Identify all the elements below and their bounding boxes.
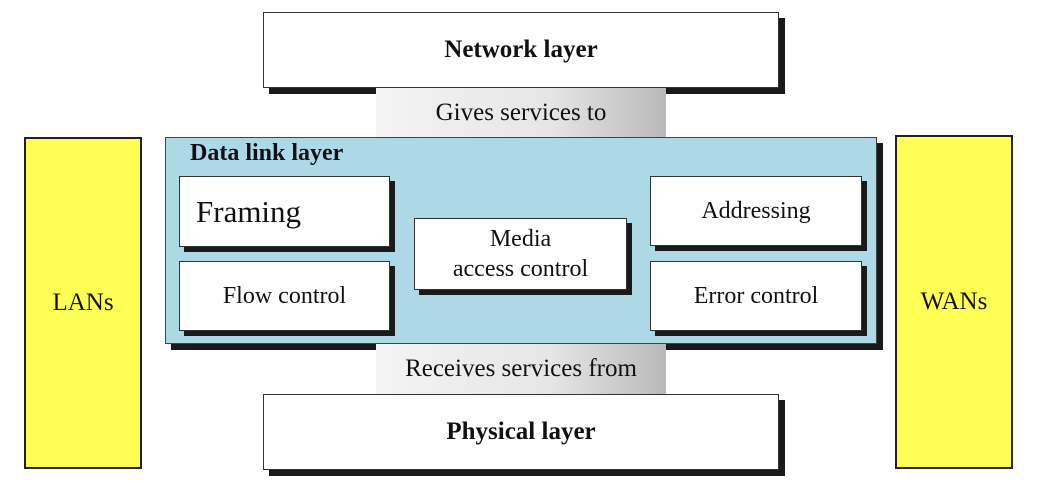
wans-label: WANs	[920, 288, 988, 315]
framing-box: Framing	[179, 176, 390, 247]
flow-control-label: Flow control	[222, 283, 347, 309]
network-layer-label: Network layer	[444, 36, 598, 63]
gives-services-label: Gives services to	[435, 99, 607, 126]
lans-box: LANs	[24, 137, 142, 469]
flow-control-box: Flow control	[179, 261, 390, 331]
media-access-label-line2: access control	[452, 256, 589, 282]
physical-layer-label: Physical layer	[446, 418, 596, 445]
error-control-box: Error control	[650, 261, 862, 331]
network-layer-box: Network layer	[263, 12, 779, 88]
media-access-control-box: Media access control	[414, 218, 627, 290]
lans-label: LANs	[52, 289, 114, 316]
gives-services-connector: Gives services to	[376, 88, 666, 138]
data-link-layer-title: Data link layer	[190, 140, 344, 166]
addressing-box: Addressing	[650, 176, 862, 246]
media-access-label-line1: Media	[489, 226, 552, 252]
addressing-label: Addressing	[701, 198, 811, 224]
receives-services-label: Receives services from	[405, 355, 637, 382]
framing-label: Framing	[196, 193, 302, 229]
wans-box: WANs	[895, 135, 1013, 469]
receives-services-connector: Receives services from	[376, 344, 666, 394]
physical-layer-box: Physical layer	[263, 394, 779, 470]
error-control-label: Error control	[693, 283, 819, 309]
